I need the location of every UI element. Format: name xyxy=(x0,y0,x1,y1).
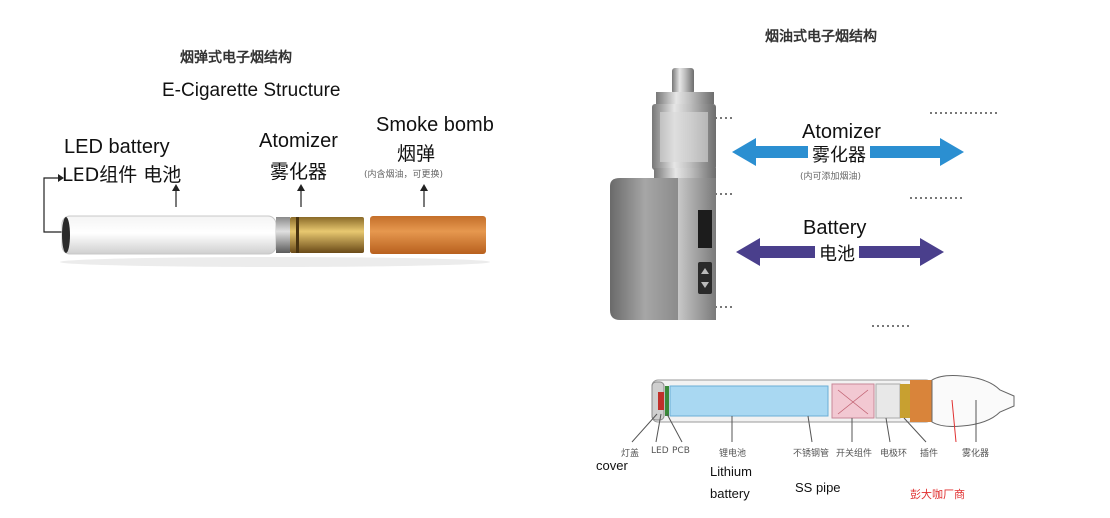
smoke-bomb-label-cn: 烟弹 xyxy=(397,143,436,165)
led-end-cap xyxy=(62,217,70,253)
atomizer-label-cn: 雾化器 xyxy=(270,161,328,183)
label-lithium-en: Lithium xyxy=(710,464,752,479)
atomizer-segment xyxy=(910,380,932,422)
mod-buttons xyxy=(698,262,712,294)
right-atomizer-label-en: Atomizer xyxy=(802,121,881,143)
led-battery-label-en: LED battery xyxy=(64,136,170,158)
atomizer-body xyxy=(290,217,364,253)
led-bracket-line xyxy=(43,177,62,233)
label-pcb-cn: PCB xyxy=(672,446,690,456)
smoke-bomb-cartridge xyxy=(370,216,486,254)
right-battery-label-cn: 电池 xyxy=(815,240,859,266)
led-bracket-arrow-icon xyxy=(58,174,64,182)
drip-tip xyxy=(672,68,694,94)
led-element xyxy=(658,392,664,410)
label-switch-cn: 开关组件 xyxy=(836,449,873,459)
electrode-ring xyxy=(875,383,901,419)
left-title-cn: 烟弹式电子烟结构 xyxy=(180,50,292,66)
led-battery-label-cn: LED组件 电池 xyxy=(62,164,182,186)
label-led-cn: LED xyxy=(651,446,669,456)
right-atomizer-note: (内可添加烟油) xyxy=(800,172,862,182)
lithium-battery-cell xyxy=(669,385,829,417)
atomizer-up-arrow-icon xyxy=(297,184,305,191)
label-cover-en: cover xyxy=(596,458,628,473)
label-ss-pipe-cn: 不锈钢管 xyxy=(793,449,830,459)
right-battery-label-en: Battery xyxy=(803,217,867,239)
watermark-text: 彭大咖厂商 xyxy=(910,488,965,501)
mod-screen xyxy=(698,210,712,248)
e-cigarette-illustration xyxy=(43,174,490,267)
label-electrode-cn: 电极环 xyxy=(880,449,908,459)
label-plug-cn: 插件 xyxy=(920,449,939,459)
battery-up-arrow-icon xyxy=(172,184,180,191)
cross-section-illustration xyxy=(631,375,1015,443)
atomizer-label-en: Atomizer xyxy=(259,130,338,152)
pcb-element xyxy=(665,386,669,416)
left-title-en: E-Cigarette Structure xyxy=(162,80,341,101)
label-ss-pipe-en: SS pipe xyxy=(795,480,841,495)
mouthpiece xyxy=(931,375,1015,427)
right-atomizer-label-cn: 雾化器 xyxy=(808,141,870,167)
label-battery-en: battery xyxy=(710,486,750,501)
right-title-cn: 烟油式电子烟结构 xyxy=(765,29,877,45)
smoke-bomb-note: (内含烟油，可更换) xyxy=(364,170,444,180)
led-battery-tube xyxy=(61,215,277,255)
battery-box xyxy=(610,178,680,320)
label-cover-cn: 灯盖 xyxy=(621,449,640,459)
smoke-bomb-up-arrow-icon xyxy=(420,184,428,191)
mod-illustration xyxy=(610,68,1000,327)
label-atomizer-cn: 雾化器 xyxy=(962,449,990,459)
plug-connector xyxy=(900,384,910,418)
label-lithium-cn: 锂电池 xyxy=(719,449,747,459)
connector-ring xyxy=(276,217,290,253)
switch-component xyxy=(831,383,875,419)
smoke-bomb-label-en: Smoke bomb xyxy=(376,114,494,136)
